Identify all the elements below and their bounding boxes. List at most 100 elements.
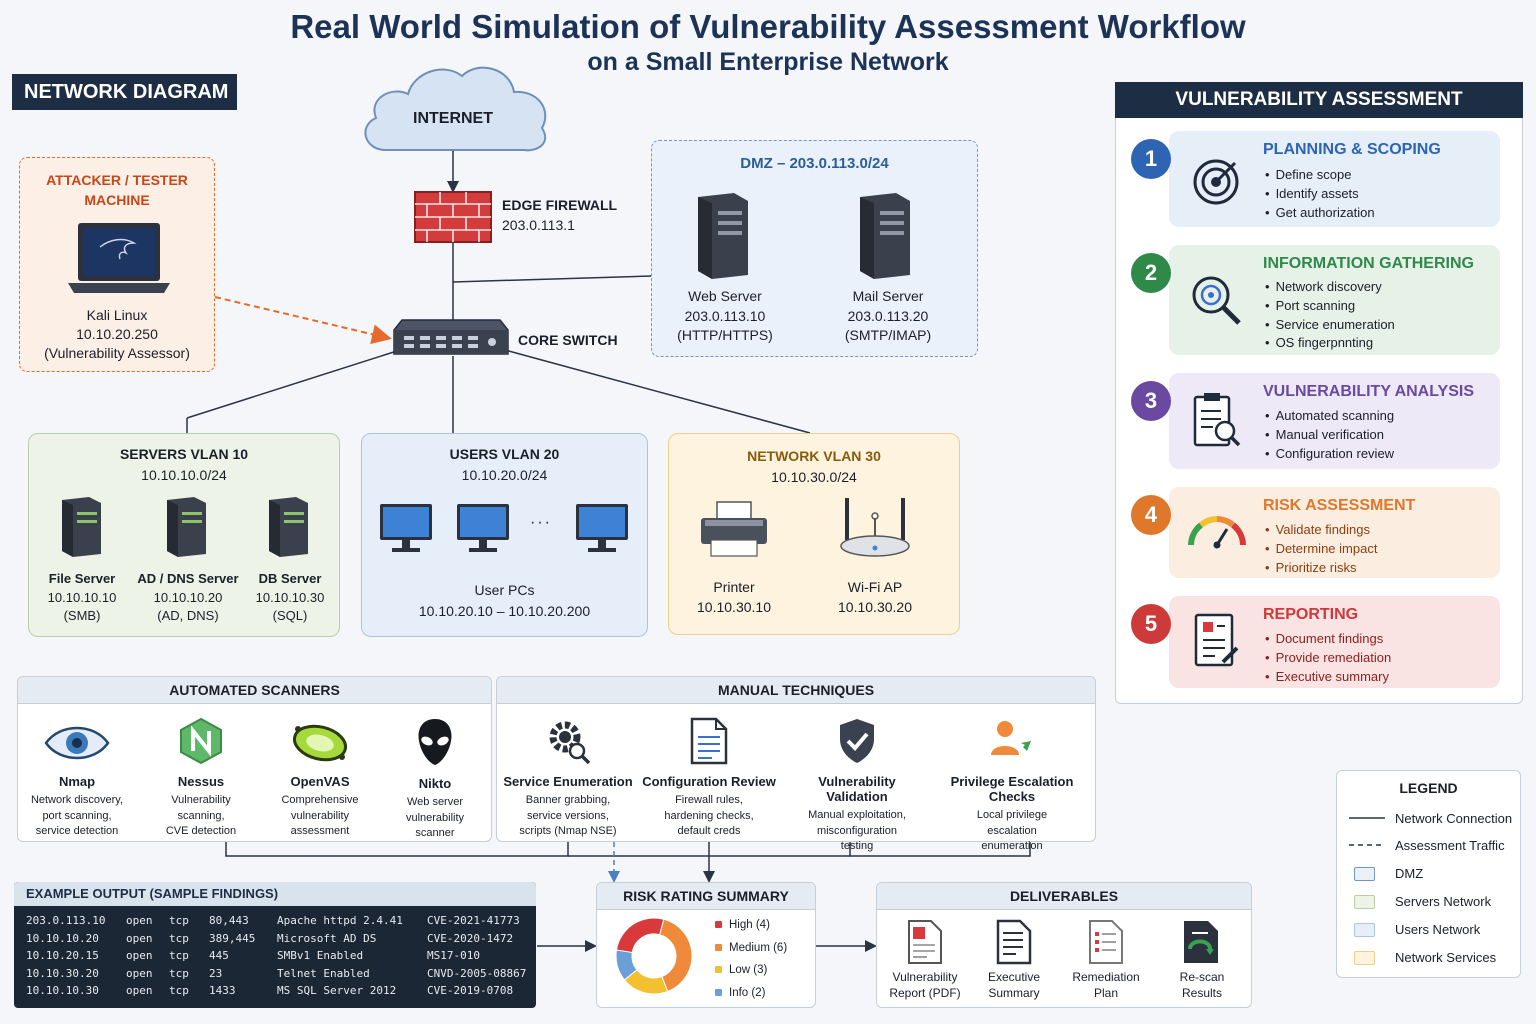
output-header: EXAMPLE OUTPUT (SAMPLE FINDINGS)	[14, 882, 536, 906]
legend-swatch-network-services	[1354, 951, 1375, 965]
report-document-icon	[1194, 613, 1239, 667]
target-icon	[1193, 159, 1239, 205]
deliverables-panel: DELIVERABLES Vulnerability Report (PDF) …	[876, 882, 1252, 1008]
more-pcs-ellipsis: ···	[530, 514, 552, 531]
risk-legend-item: Medium (6)	[715, 942, 787, 954]
output-cell: open	[126, 931, 153, 945]
dmz-title: DMZ – 203.0.113.0/24	[740, 155, 889, 172]
risk-legend-item: Info (2)	[715, 987, 765, 999]
printer-label: Printer 10.10.30.10	[697, 579, 771, 615]
tool-configuration-review: Configuration Review Firewall rules,hard…	[641, 717, 777, 840]
legend-swatch-servers	[1354, 895, 1375, 909]
risk-legend-label: High (4)	[729, 919, 770, 931]
risk-legend-item: High (4)	[715, 919, 770, 931]
ad-dns-server-icon	[167, 497, 206, 557]
output-cell: open	[126, 984, 153, 997]
user-pc-icon	[576, 504, 628, 552]
user-escalation-icon	[991, 721, 1031, 757]
output-cell: tcp	[169, 966, 189, 980]
risk-gauge-icon	[1188, 516, 1246, 549]
output-cell: SMBv1 Enabled	[277, 949, 364, 962]
vlan30-title: NETWORK VLAN 30 10.10.30.0/24	[747, 448, 881, 485]
legend-line-icons	[1349, 817, 1385, 846]
output-cell: tcp	[169, 914, 189, 927]
printer-icon	[701, 501, 767, 557]
step-3-items: Automated scanning Manual verification C…	[1265, 407, 1395, 463]
donut-slice-3	[615, 949, 638, 981]
openvas-icon	[292, 724, 348, 762]
output-cell: CVE-2020-1472	[427, 931, 514, 945]
user-pcs-label: User PCs 10.10.20.10 – 10.10.20.200	[418, 582, 591, 619]
output-cell: 23	[209, 966, 223, 980]
rescan-document-icon	[1184, 921, 1218, 963]
wifi-ap-label: Wi-Fi AP 10.10.30.20	[838, 579, 912, 615]
deliverables-header: DELIVERABLES	[877, 883, 1251, 910]
deliverable-vulnerability-report[interactable]: Vulnerability Report (PDF)	[880, 919, 970, 1001]
step-5-items: Document findings Provide remediation Ex…	[1265, 630, 1392, 686]
output-cell: CVE-2021-41773	[427, 914, 520, 927]
web-server-icon	[698, 193, 748, 279]
output-cell: 1433	[209, 984, 236, 997]
checklist-document-icon	[1089, 920, 1123, 964]
step-4-items: Validate findings Determine impact Prior…	[1265, 521, 1378, 577]
users-vlan-20: USERS VLAN 20 10.10.20.0/24 ··· User PCs…	[361, 433, 648, 637]
step-4-number: 4	[1131, 495, 1171, 535]
output-cell: tcp	[169, 949, 189, 962]
risk-donut-chart	[615, 917, 693, 995]
risk-legend-swatch	[715, 921, 722, 929]
tool-privilege-escalation: Privilege Escalation Checks Local privil…	[933, 717, 1091, 855]
servers-vlan-10: SERVERS VLAN 10 10.10.10.0/24 File Serve…	[28, 433, 340, 637]
step-1-items: Define scope Identify assets Get authori…	[1265, 166, 1375, 222]
output-cell: tcp	[169, 931, 189, 945]
deliverable-remediation-plan[interactable]: Remediation Plan	[1061, 919, 1151, 1001]
output-cell: 10.10.10.30	[26, 984, 99, 997]
output-cell: 10.10.30.20	[26, 966, 99, 980]
workflow-header: VULNERABILITY ASSESSMENT WORKFLOW	[1115, 82, 1523, 146]
file-server-icon	[62, 497, 101, 557]
risk-legend-swatch	[715, 966, 722, 974]
pdf-document-icon	[908, 920, 942, 964]
vlan20-title: USERS VLAN 20 10.10.20.0/24	[449, 446, 560, 483]
eye-icon	[44, 726, 110, 760]
mail-server-icon	[860, 193, 910, 279]
legend-panel: LEGEND Network Connection Assessment Tra…	[1336, 770, 1521, 978]
output-cell: tcp	[169, 984, 189, 997]
vlan10-title: SERVERS VLAN 10 10.10.10.0/24	[119, 446, 249, 483]
workflow-step-2: INFORMATION GATHERING Network discovery …	[1169, 245, 1500, 355]
legend-swatch-users	[1354, 923, 1375, 937]
alien-head-icon	[418, 719, 452, 765]
workflow-step-1: PLANNING & SCOPING Define scope Identify…	[1169, 131, 1500, 227]
risk-header: RISK RATING SUMMARY	[597, 883, 815, 910]
risk-legend-item: Low (3)	[715, 964, 767, 976]
internet-cloud-icon	[364, 66, 547, 152]
dmz-zone: DMZ – 203.0.113.0/24 Web Server 203.0.11…	[651, 140, 978, 357]
risk-rating-panel: RISK RATING SUMMARY High (4) Medium (6) Lo…	[596, 882, 816, 1008]
manual-techniques-panel: MANUAL TECHNIQUES Service Enumeration Ba…	[496, 676, 1096, 852]
output-cell: 203.0.113.10	[26, 914, 106, 927]
gear-search-icon	[549, 721, 591, 765]
firewall-icon	[414, 191, 492, 243]
risk-legend-label: Low (3)	[729, 964, 768, 976]
donut-slice-1	[659, 918, 693, 993]
attacker-info: Kali Linux 10.10.20.250 (Vulnerability A…	[44, 307, 190, 361]
web-server-label: Web Server 203.0.113.10 (HTTP/HTTPS)	[677, 288, 773, 343]
attacker-machine-box: ATTACKER / TESTER MACHINE Kali Linux 10.…	[19, 157, 215, 372]
risk-legend-label: Medium (6)	[729, 941, 788, 954]
db-server-icon	[269, 497, 308, 557]
donut-slice-0	[615, 917, 665, 954]
risk-legend-swatch	[715, 988, 722, 996]
user-pc-icon	[380, 504, 432, 552]
internet-label: INTERNET	[413, 110, 493, 127]
core-switch-icon	[393, 319, 509, 355]
deliverable-rescan-results[interactable]: Re-scan Results	[1157, 919, 1247, 1001]
user-pc-icon	[457, 504, 509, 552]
deliverable-executive-summary[interactable]: Executive Summary	[969, 919, 1059, 1001]
step-5-number: 5	[1131, 604, 1171, 644]
network-diagram-header: NETWORK DIAGRAM	[12, 74, 237, 110]
wifi-ap-icon	[840, 498, 910, 557]
legend-swatch-dmz	[1354, 867, 1375, 881]
step-1-number: 1	[1131, 139, 1171, 179]
output-cell: open	[126, 914, 153, 927]
